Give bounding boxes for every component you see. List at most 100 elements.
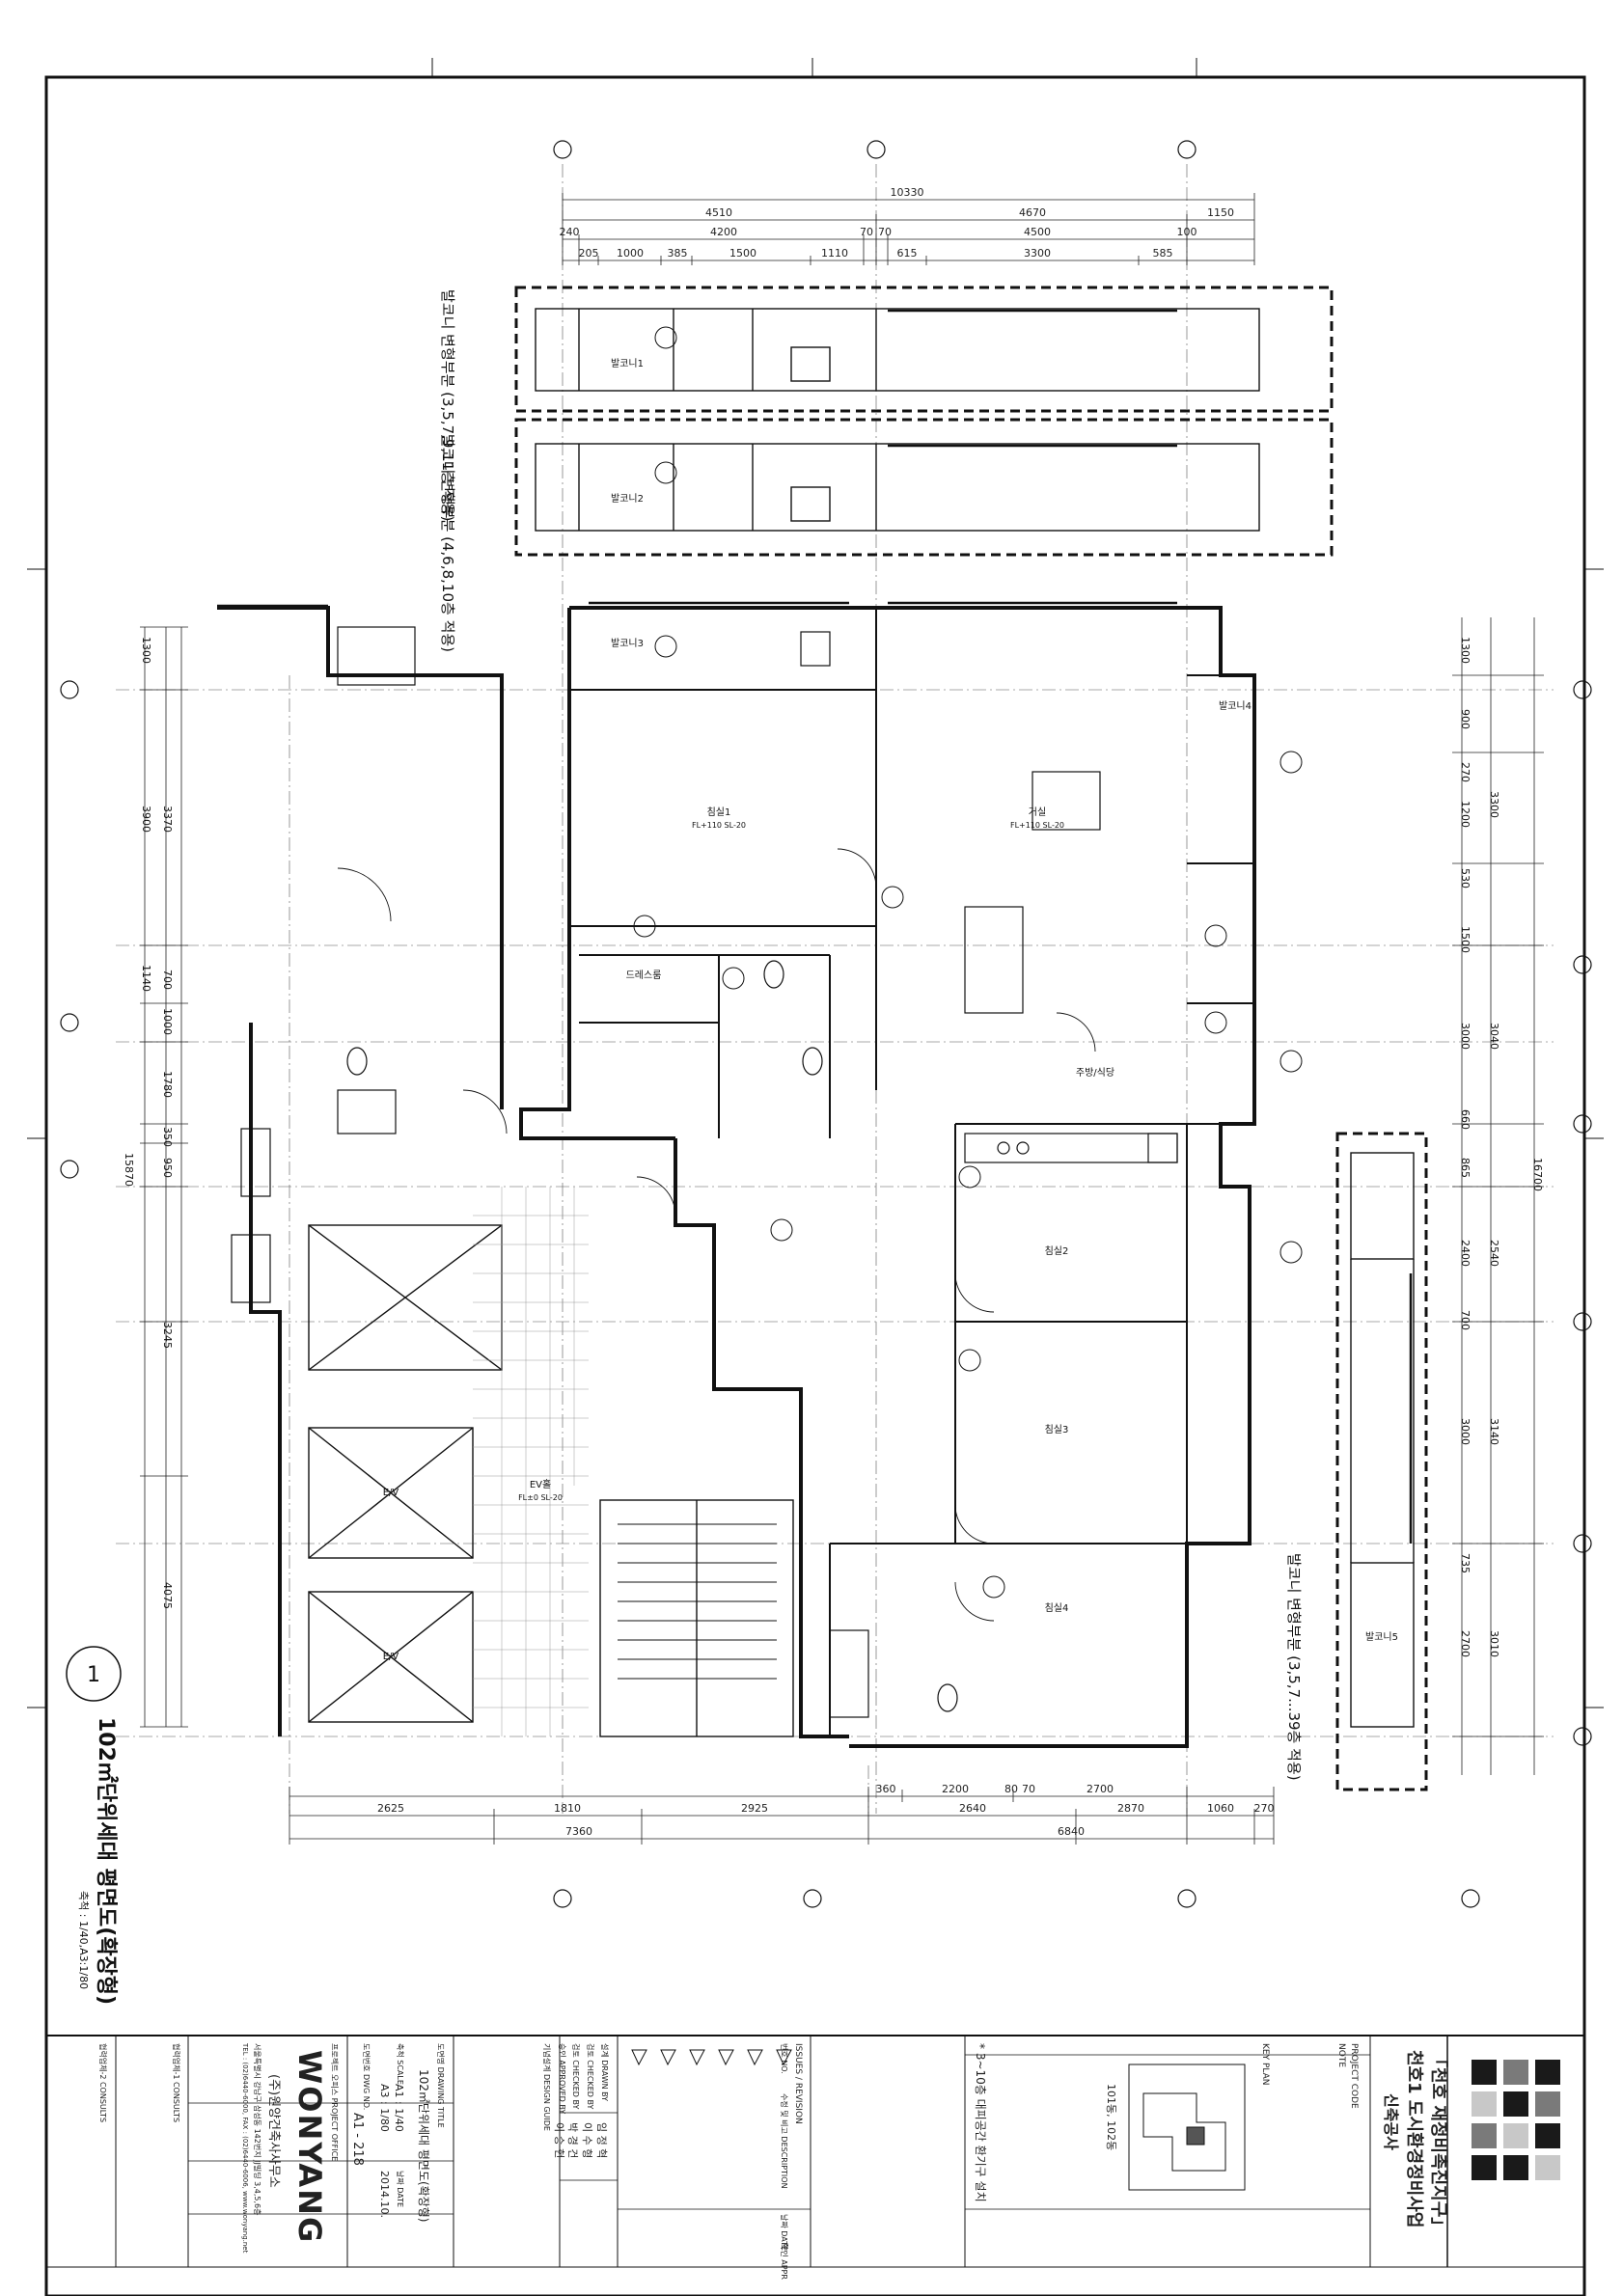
left-dimension-lines [140,626,188,1728]
key-plan-note: 101동, 102동 [1105,2084,1117,2151]
dim-left-8: 950 [161,1158,174,1178]
interior-partitions [569,608,1254,1736]
dim-top-r4-0: 205 [579,247,599,260]
revision-triangles [631,2049,792,2066]
dim-right-10: 865 [1459,1158,1472,1178]
project-sub: 신축공사 [1382,2093,1400,2150]
checked-by2: 박 경 건 [566,2122,579,2159]
title-block-frame [46,2035,1584,2267]
door-swings [337,848,1096,1622]
dim-right-16: 735 [1459,1553,1472,1573]
dim-top-c: 1150 [1207,206,1234,219]
dim-right-0: 1300 [1459,637,1472,664]
top-dimension-labels: 10330 4510 4670 1150 240 4200 70 70 4500… [560,186,1235,260]
dim-top-r4-1: 1000 [617,247,644,260]
drawn-by-label: 설계 DRAWN BY [600,2043,609,2102]
bottom-dimension-labels: 360 2200 80 70 2700 2625 1810 2925 2640 … [377,1783,1275,1838]
room-balcony3: 발코니3 [611,638,644,649]
balcony-label-3: 발코니 변형부분 (3,5,7...39층 적용) [1285,1553,1303,1781]
dim-right-7: 3000 [1459,1023,1472,1050]
dim-top-r3-1: 4200 [710,226,737,238]
dim-left-11: 4075 [161,1582,174,1609]
dim-right-4: 1200 [1459,801,1472,828]
company-name-kr: (주)원양건축사사무소 [266,2074,281,2188]
dim-right-18: 3010 [1488,1630,1500,1657]
dim-bot-r1-2: 80 [1004,1783,1018,1795]
dim-top-r4-6: 3300 [1024,247,1051,260]
date-label: 날짜 DATE [396,2171,404,2208]
company-tel: TEL : (02)6440-6000, FAX : (02)6440-6006… [241,2043,249,2254]
checked-by: 이 수 형 [581,2122,593,2159]
dim-right-5: 530 [1459,868,1472,888]
dim-bot-r2-4: 2870 [1117,1802,1144,1815]
room-kitchen: 주방/식당 [1076,1067,1114,1079]
dim-left-2: 3370 [161,806,174,833]
company-logo-en: WONYANG [291,2050,328,2245]
revision-label: ISSUES / REVISION [793,2043,803,2124]
design-guide-label: 기념설계 DESIGN GUIDE [542,2043,551,2131]
dim-bot-r2-3: 2640 [959,1802,986,1815]
room-ev-hall-code: FL±0 SL-20 [518,1493,563,1502]
room-bedroom1-code: FL+110 SL-20 [692,821,746,830]
drawn-by: 임 정 혁 [595,2122,608,2159]
dim-top-r4-4: 1110 [821,247,848,260]
dim-right-11: 2400 [1459,1240,1472,1267]
dim-right-12: 2540 [1488,1240,1500,1267]
dwg-no: A1 - 218 [350,2113,365,2166]
balcony-variant-boxes [514,286,1428,1791]
dim-top-r4-5: 615 [897,247,918,260]
view-number-circle [66,1646,122,1702]
dim-top-r4-2: 385 [668,247,688,260]
dim-left-3: 1140 [140,965,152,992]
dim-top-r4-3: 1500 [729,247,756,260]
dim-bot-r2-2: 2925 [741,1802,768,1815]
note-text: * 3~10층 대피공간 환기구 설치 [974,2043,987,2202]
room-bedroom1: 침실1 [707,806,731,818]
dim-right-2: 270 [1459,762,1472,782]
dim-top-r3-5: 100 [1177,226,1197,238]
sheet-border-inner [45,76,1585,2268]
drawing-title-label: 도면명 DRAWING TITLE [436,2043,445,2128]
dim-top-r4-7: 585 [1153,247,1173,260]
approved-by-label: 승인 APPROVED BY [558,2043,566,2115]
border-ticks [27,58,1604,1708]
room-ev-hall: EV홀 [530,1478,551,1490]
dim-right-14: 3000 [1459,1418,1472,1445]
scale-a1: A1 : 1/40 [393,2084,405,2132]
dim-bot-r3-0: 7360 [565,1825,592,1838]
project-name: 천호1 도시환경정비사업 [1404,2050,1424,2228]
room-bedroom3: 침실3 [1045,1424,1069,1435]
date: 2014.10. [378,2171,391,2218]
dim-right-8: 3040 [1488,1023,1500,1050]
project-code-label: PROJECT CODE [1349,2043,1359,2109]
drawing-title-block: 102㎡단위세대 평면도(확장형) [417,2069,430,2223]
dim-top-r3-2: 70 [860,226,873,238]
dim-right-15: 3140 [1488,1418,1500,1445]
dim-right-total: 16700 [1531,1158,1544,1191]
room-balcony1: 발코니1 [611,358,644,369]
project-top: 「천호 재정비촉진지구」 [1428,2050,1448,2235]
dim-bot-r2-6: 270 [1254,1802,1275,1815]
dim-right-6: 1500 [1459,926,1472,953]
room-balcony4: 발코니4 [1219,700,1252,712]
dim-top-r3-4: 4500 [1024,226,1051,238]
dim-bot-r1-3: 70 [1022,1783,1035,1795]
consultant-2: 협력업체-2 CONSULTS [98,2043,107,2123]
dim-right-17: 2700 [1459,1630,1472,1657]
right-dimension-lines [1452,617,1544,1775]
dim-bot-r2-0: 2625 [377,1802,404,1815]
dim-left-10: 3245 [161,1322,174,1349]
bottom-dimension-lines [289,1787,1275,1845]
approved-by: 이 승 현 [553,2122,565,2159]
rev-col-desc: 수정 및 비고 DESCRIPTION [780,2093,788,2189]
balcony-label-2: 발코니 변형부분 (4,6,8,10층 적용) [439,434,456,653]
scale-a3: A3 : 1/80 [378,2084,391,2132]
room-labels: 침실1 거실 드레스룸 주방/식당 침실2 침실3 침실4 발코니1 발코니2 … [383,358,1398,1662]
dim-left-4: 1000 [161,1008,174,1035]
dim-top-r3-3: 70 [878,226,892,238]
dim-left-6: 1780 [161,1071,174,1098]
dim-right-3: 3300 [1488,791,1500,818]
dim-left-5: 700 [161,970,174,990]
room-dressroom: 드레스룸 [626,970,662,981]
dim-top-a: 4510 [705,206,732,219]
